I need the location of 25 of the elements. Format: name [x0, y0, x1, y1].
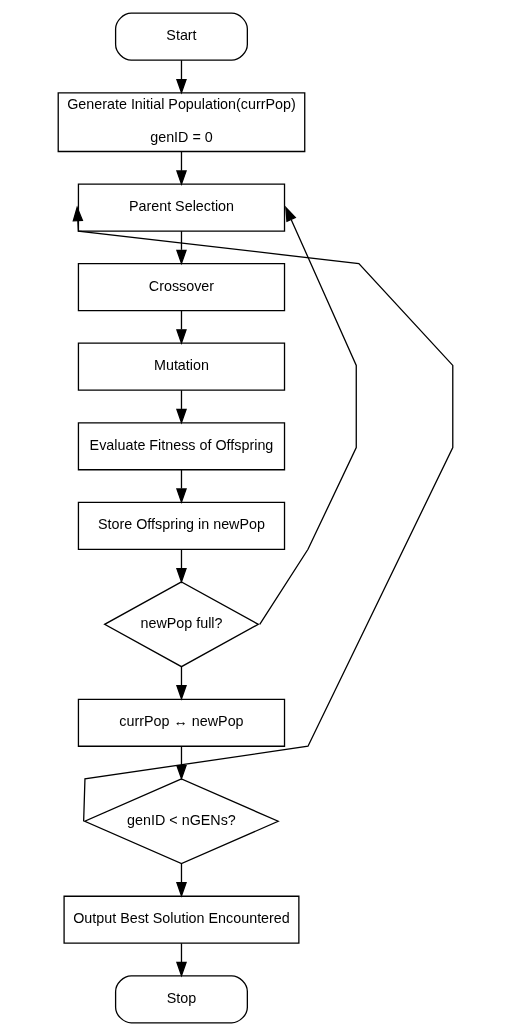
arrow	[175, 310, 187, 345]
node-box: Parent Selection	[77, 183, 285, 232]
node-box: Output Best Solution Encountered	[62, 895, 299, 944]
arrow	[175, 469, 187, 504]
node-box: Stop	[114, 975, 248, 1024]
arrow	[175, 942, 187, 978]
arrow	[175, 666, 187, 701]
node-diamond: newPop full?	[102, 581, 260, 668]
arrow	[175, 863, 187, 898]
node-box: Start	[114, 12, 248, 61]
node-box: Evaluate Fitness of Offspring	[77, 422, 285, 471]
arrow	[175, 389, 187, 425]
node-box: currPop ↔ newPop	[77, 698, 285, 747]
arrow	[175, 548, 187, 584]
arrow	[175, 151, 187, 186]
node-box: Crossover	[77, 263, 285, 312]
arrow	[175, 745, 187, 781]
node-box: Store Offspring in newPop	[77, 501, 285, 550]
node-box: Generate Initial Population(currPop) genID = 0	[57, 92, 305, 153]
arrow	[175, 59, 187, 95]
arrow	[175, 230, 187, 266]
arrow	[71, 205, 453, 822]
arrow	[258, 205, 357, 625]
node-diamond: genID < nGENs?	[82, 778, 280, 865]
node-box: Mutation	[77, 342, 285, 391]
